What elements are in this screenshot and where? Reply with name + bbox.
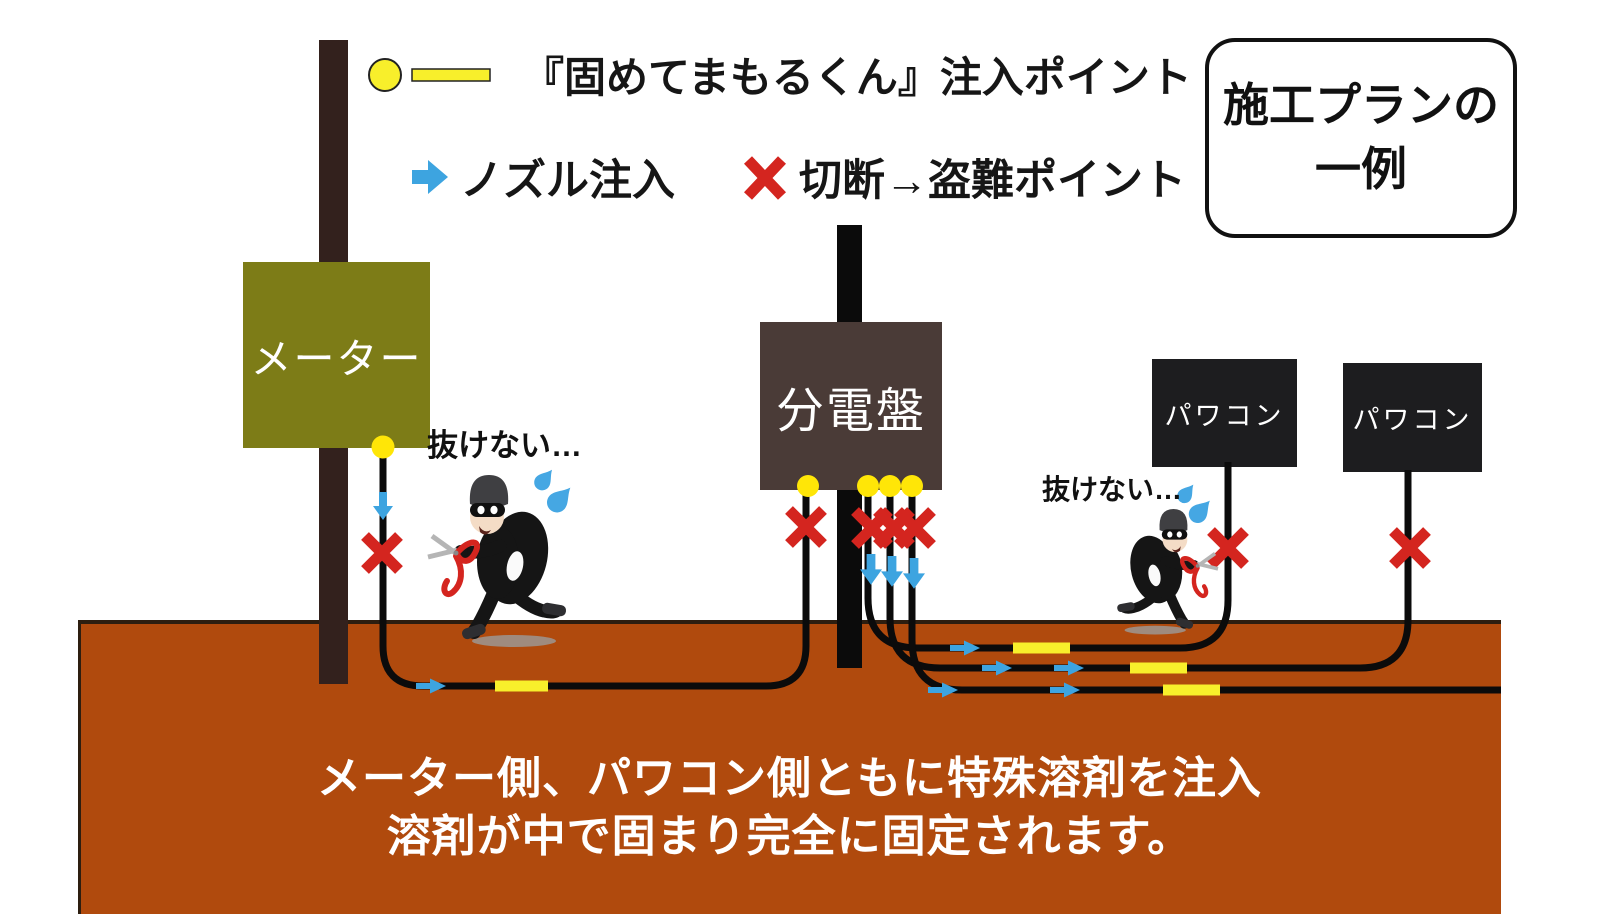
legend-nozzle-label: ノズル注入	[460, 157, 675, 205]
plan-note-line1: 施工プランの	[1223, 79, 1499, 131]
injection-dot	[797, 475, 819, 497]
panel-label: 分電盤	[775, 385, 926, 438]
sweat-drops-icon	[531, 465, 578, 517]
injection-dot	[371, 435, 395, 459]
pawakon1-label: パワコン	[1164, 400, 1285, 431]
meter-box: メーター	[243, 262, 430, 448]
burglar-right	[1117, 509, 1218, 635]
blue-arrow-icon	[412, 160, 448, 194]
injection-dot	[879, 475, 901, 497]
injection-dot	[857, 475, 879, 497]
legend-injection-row: 『固めてまもるくん』注入ポイント	[364, 44, 1192, 105]
nozzle-arrow-down-icon	[881, 556, 903, 587]
legend-injection-label: 『固めてまもるくん』注入ポイント	[522, 54, 1192, 101]
meter-to-panel-cable	[379, 448, 810, 690]
red-x-icon	[744, 156, 786, 200]
nozzle-arrow-right-icon	[950, 640, 980, 656]
nozzle-arrow-down-icon	[373, 492, 393, 520]
burglar-left-speech: 抜けない…	[427, 428, 582, 463]
pawakon2-label: パワコン	[1352, 405, 1473, 435]
nozzle-arrow-right-icon	[1050, 682, 1080, 698]
burglar-right-speech: 抜けない…	[1042, 474, 1183, 505]
distribution-panel-box: 分電盤	[760, 322, 942, 490]
legend-symbols-row: ノズル注入 切断→盗難ポイント	[410, 146, 1186, 208]
nozzle-arrow-right-icon	[416, 678, 446, 694]
legend-cut-label: 切断→盗難ポイント	[799, 157, 1186, 205]
caption-line2: 溶剤が中で固まり完全に固定されます。	[386, 812, 1193, 862]
nozzle-arrow-right-icon	[1054, 660, 1084, 676]
power-conditioner-box-2: パワコン	[1343, 363, 1482, 472]
nozzle-arrow-right-icon	[982, 660, 1012, 676]
power-conditioner-box-1: パワコン	[1152, 359, 1297, 467]
caption-line1: メーター側、パワコン側ともに特殊溶剤を注入	[317, 754, 1262, 803]
yellow-dot-and-line-icon	[368, 57, 491, 92]
plan-note-line2: 一例	[1315, 144, 1407, 195]
meter-label: メーター	[250, 336, 423, 382]
injection-dot	[901, 475, 923, 497]
nozzle-arrow-down-icon	[860, 554, 882, 585]
plan-note-box: 施工プランの 一例	[1205, 38, 1517, 238]
burglar-left	[428, 475, 567, 647]
panel-buried-cable	[908, 489, 1501, 694]
nozzle-arrow-down-icon	[903, 558, 925, 589]
caption: メーター側、パワコン側ともに特殊溶剤を注入 溶剤が中で固まり完全に固定されます。	[78, 750, 1501, 866]
